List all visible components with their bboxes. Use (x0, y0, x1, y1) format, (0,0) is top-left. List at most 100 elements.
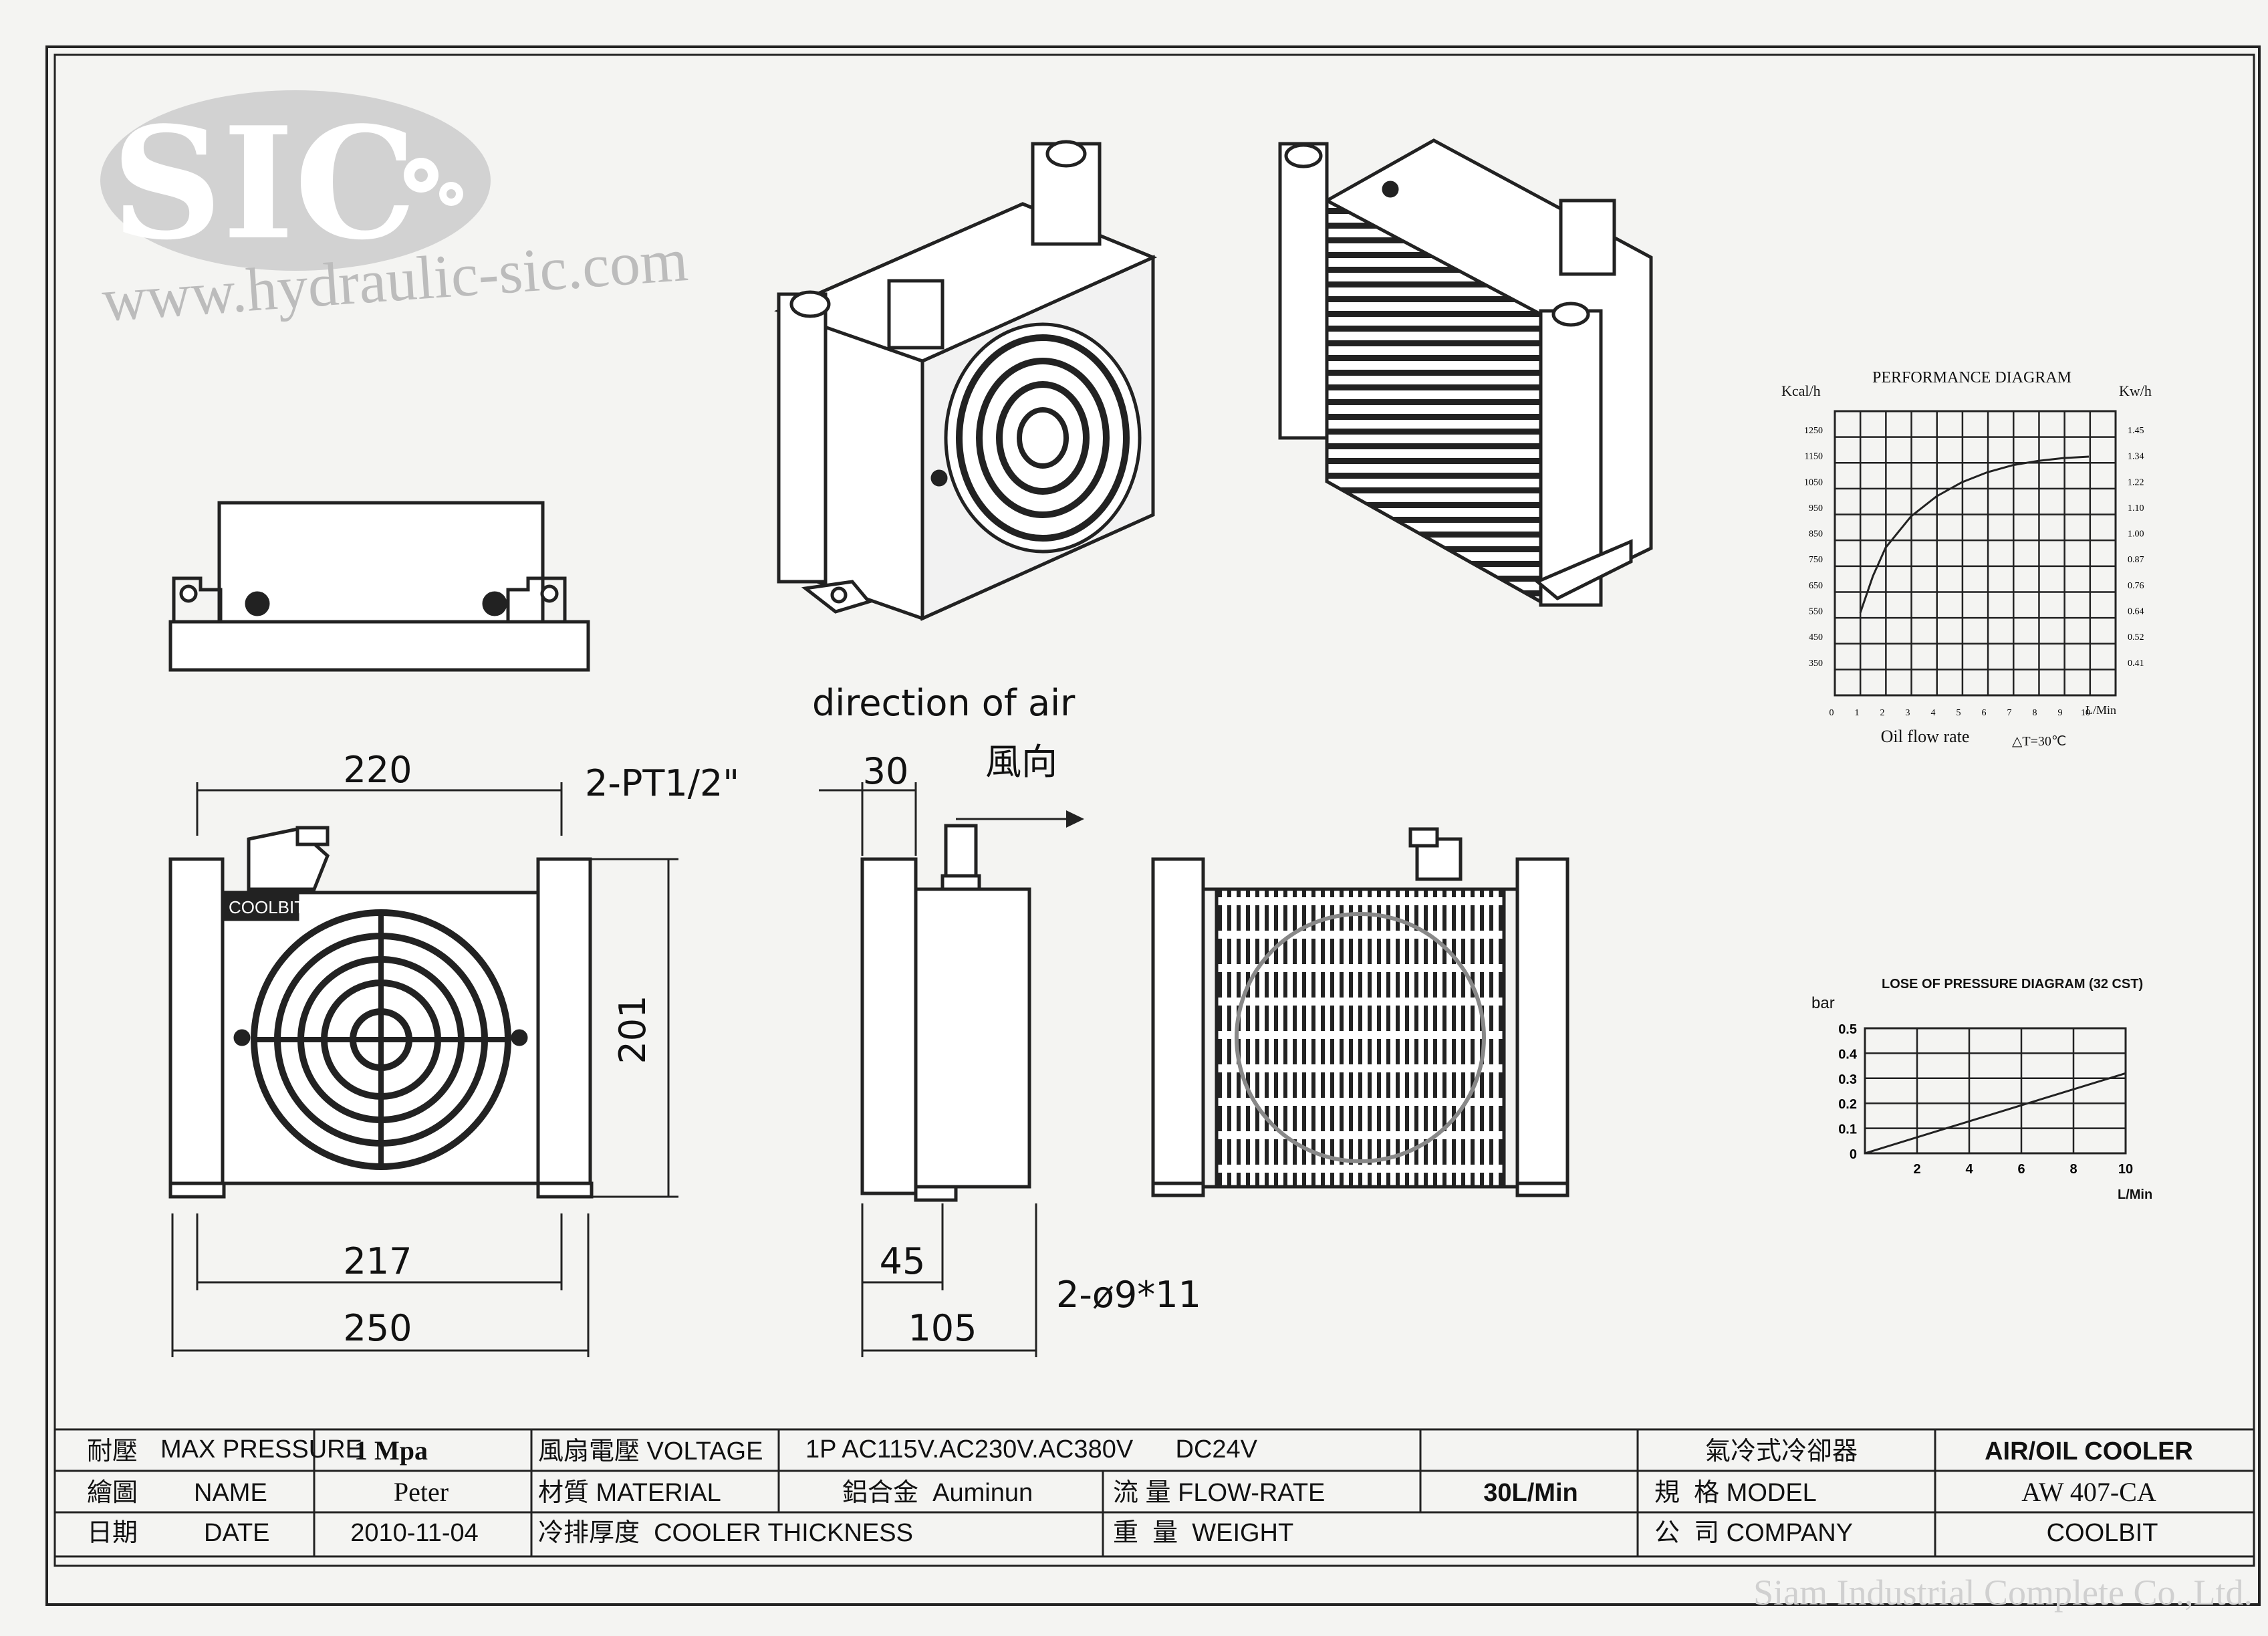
tb-drawn-by: Peter (394, 1477, 449, 1507)
dim-45: 45 (880, 1240, 926, 1282)
perf-frame (1834, 410, 2117, 697)
front-dimensions (171, 782, 678, 1357)
perf-left-tick: 850 (1809, 530, 1823, 540)
tb-r1-c1-en: MAX PRESSURE (160, 1435, 362, 1464)
tb-model-value: AW 407-CA (2021, 1477, 2156, 1507)
perf-left-tick: 750 (1809, 555, 1823, 565)
wind-direction-cn: 風向 (985, 741, 1057, 783)
logo-text: SIC (112, 94, 417, 274)
perf-right-tick: 0.41 (2128, 659, 2144, 669)
isometric-fin-view (1278, 138, 1653, 607)
perf-x-tick: 10 (2081, 708, 2090, 718)
gear-icon (404, 158, 463, 206)
perf-left-tick: 950 (1809, 503, 1823, 513)
tb-product-cn: 氣冷式冷卻器 (1705, 1437, 1858, 1466)
pres-y-tick: 0.2 (1838, 1097, 1857, 1112)
tb-max-pressure: 1 Mpa (354, 1435, 428, 1466)
perf-title: PERFORMANCE DIAGRAM (1872, 369, 2071, 386)
perf-right-tick: 1.10 (2128, 503, 2144, 513)
perf-grid (1834, 410, 2117, 697)
front-view-fan: COOLBIT (168, 826, 594, 1199)
pres-y-tick: 0 (1850, 1147, 1857, 1162)
perf-x-tick: 6 (1982, 708, 1987, 718)
side-view-drawing (168, 501, 590, 672)
title-block (53, 1428, 2255, 1558)
pres-y-unit: bar (1811, 994, 1835, 1012)
pressure-chart: LOSE OF PRESSURE DIAGRAM (32 CST) bar 0.… (1811, 977, 2152, 1202)
dim-201: 201 (612, 995, 654, 1064)
pres-x-tick: 8 (2069, 1162, 2077, 1177)
perf-x-tick: 1 (1855, 708, 1860, 718)
pres-frame (1864, 1027, 2127, 1155)
front-badge: COOLBIT (229, 897, 305, 917)
pres-title: LOSE OF PRESSURE DIAGRAM (32 CST) (1882, 977, 2143, 991)
pres-grid (1864, 1027, 2127, 1155)
pres-y-tick: 0.5 (1838, 1022, 1857, 1037)
pres-x-tick: 10 (2118, 1162, 2133, 1177)
tb-thickness-label: 冷排厚度 COOLER THICKNESS (538, 1519, 913, 1547)
tb-r1-c1-cn: 耐壓 (87, 1437, 138, 1466)
dim-30: 30 (863, 750, 909, 792)
tb-company-label: 公 司 COMPANY (1654, 1519, 1853, 1547)
tb-r3-c1-en: DATE (204, 1519, 270, 1547)
perf-right-tick: 1.00 (2128, 530, 2144, 540)
perf-x-tick: 9 (2058, 708, 2063, 718)
perf-right-unit: Kw/h (2119, 382, 2152, 399)
perf-left-tick: 550 (1809, 607, 1823, 617)
perf-x-unit: L/Min (2086, 703, 2116, 717)
tb-flow-value: 30L/Min (1483, 1479, 1578, 1507)
perf-left-unit: Kcal/h (1781, 382, 1821, 399)
arrow-icon (1066, 810, 1084, 828)
footer-watermark: Siam Industrial Complete Co.,Ltd. (1753, 1572, 2253, 1613)
perf-right-tick: 0.87 (2128, 555, 2144, 565)
tb-date: 2010-11-04 (350, 1519, 479, 1547)
perf-right-tick: 0.64 (2128, 607, 2144, 617)
pres-x-tick: 4 (1965, 1162, 1973, 1177)
pres-y-tick: 0.3 (1838, 1072, 1857, 1087)
perf-x-tick: 5 (1957, 708, 1961, 718)
perf-right-tick: 0.76 (2128, 581, 2144, 591)
tb-r3-c1-cn: 日期 (87, 1519, 138, 1547)
perf-right-tick: 0.52 (2128, 632, 2144, 642)
sic-logo: SIC www.hydraulic-sic.com (100, 90, 690, 334)
perf-delta-t: △T=30℃ (2012, 734, 2066, 749)
tb-r2-c1-en: NAME (194, 1479, 267, 1507)
side-dimensions (861, 782, 1066, 1357)
perf-left-tick: 1150 (1805, 452, 1823, 462)
tb-flow-label: 流 量 FLOW-RATE (1113, 1479, 1325, 1507)
tb-voltage-value: 1P AC115V.AC230V.AC380V DC24V (805, 1435, 1258, 1464)
perf-left-tick: 350 (1809, 659, 1823, 669)
dim-250: 250 (343, 1307, 412, 1349)
perf-x-tick: 8 (2033, 708, 2037, 718)
inner-border (53, 53, 2255, 1567)
mount-holes-label: 2-ø9*11 (1056, 1274, 1201, 1316)
perf-left-tick: 450 (1809, 632, 1823, 642)
pres-x-unit: L/Min (2118, 1187, 2152, 1202)
tb-voltage-label: 風扇電壓 VOLTAGE (538, 1437, 763, 1466)
tb-weight-label: 重 量 WEIGHT (1113, 1519, 1293, 1547)
pres-y-tick: 0.1 (1838, 1123, 1857, 1137)
tb-material-label: 材質 MATERIAL (538, 1479, 721, 1507)
pres-y-tick: 0.4 (1838, 1047, 1858, 1062)
perf-left-tick: 1050 (1804, 477, 1823, 487)
pres-x-tick: 6 (2017, 1162, 2025, 1177)
side-view (860, 824, 1031, 1202)
dim-105: 105 (908, 1307, 977, 1349)
perf-right-tick: 1.45 (2128, 426, 2144, 436)
tb-r2-c1-cn: 繪圖 (87, 1479, 138, 1507)
pres-x-tick: 2 (1913, 1162, 1920, 1177)
dim-220: 220 (343, 749, 412, 791)
perf-xlabel: Oil flow rate (1881, 727, 1970, 746)
perf-x-tick: 0 (1830, 708, 1834, 718)
perf-x-tick: 2 (1880, 708, 1885, 718)
port-label: 2-PT1/2" (585, 762, 739, 804)
perf-right-tick: 1.34 (2128, 452, 2144, 462)
perf-x-tick: 4 (1931, 708, 1936, 718)
pres-series-line (1864, 1072, 2126, 1155)
rear-view-fins (1151, 827, 1569, 1197)
perf-x-tick: 3 (1906, 708, 1910, 718)
isometric-fan-view (774, 140, 1158, 621)
perf-left-tick: 650 (1809, 581, 1823, 591)
dim-217: 217 (343, 1240, 412, 1282)
